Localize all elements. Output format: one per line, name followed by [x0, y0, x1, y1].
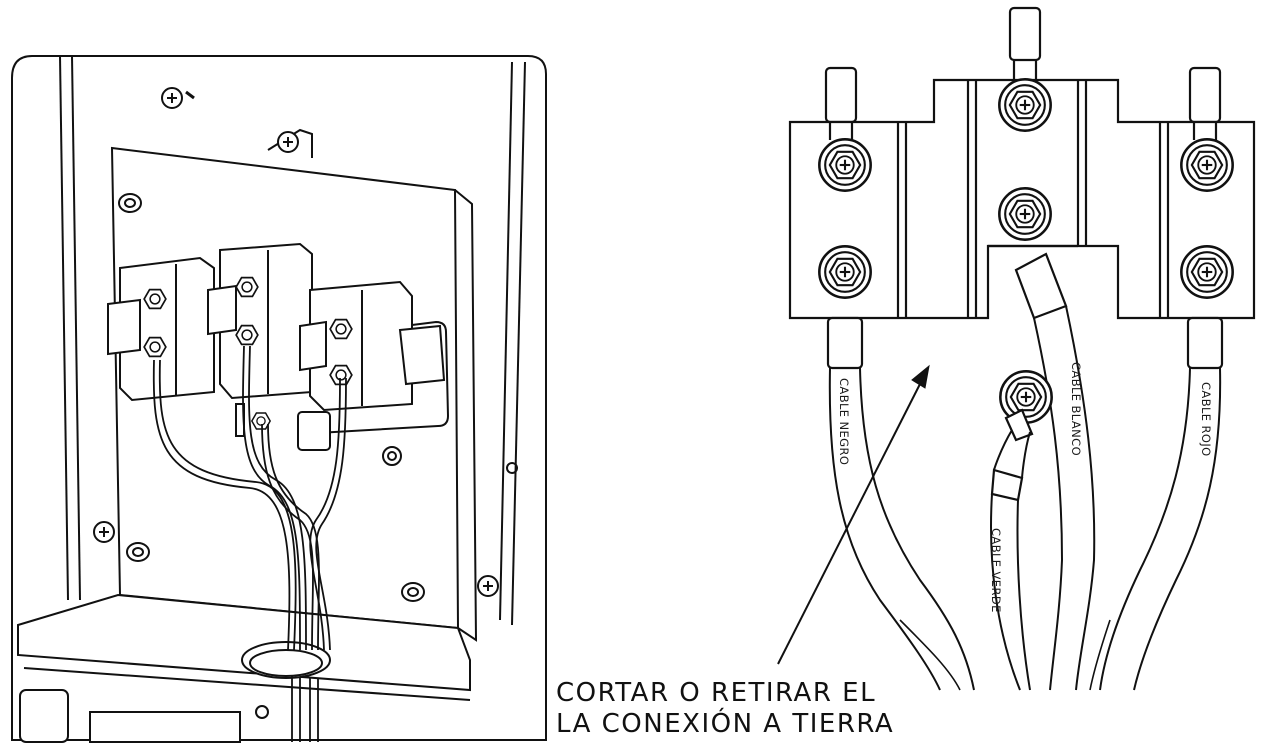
- terminal-screw: [1180, 138, 1234, 192]
- white-wire-label: CABLE BLANCO: [1069, 362, 1083, 456]
- black-wire: [826, 316, 975, 691]
- black-wire-label: CABLE NEGRO: [837, 378, 851, 465]
- callout-arrow: [777, 364, 930, 665]
- top-lug: [824, 66, 858, 124]
- appliance-back-panel-view: [11, 55, 547, 743]
- white-wire: [1014, 252, 1096, 691]
- terminal-block-closeup: CABLE NEGRO CABLE BLANCO CABLE ROJO CABL…: [777, 6, 1256, 691]
- cable-hole: [241, 641, 331, 679]
- red-wire: [1099, 316, 1224, 691]
- green-wire-label: CABLE VERDE: [989, 528, 1003, 613]
- bottom-flange: [17, 593, 471, 692]
- top-lug: [1188, 66, 1222, 124]
- callout-line-2: LA CONEXIÓN A TIERRA: [556, 709, 895, 739]
- ground-connection-callout: CORTAR O RETIRAR EL LA CONEXIÓN A TIERRA: [556, 678, 894, 740]
- callout-line-1: CORTAR O RETIRAR EL: [556, 678, 877, 708]
- green-ground-wire: [990, 370, 1053, 691]
- top-lug: [1008, 6, 1042, 62]
- terminal-screw: [1180, 245, 1234, 299]
- terminal-screw: [818, 245, 872, 299]
- supply-wires: [152, 345, 347, 742]
- terminal-screw: [998, 187, 1052, 241]
- terminal-screw: [998, 78, 1052, 132]
- plate-bolt: [118, 193, 142, 213]
- terminal-screw: [818, 138, 872, 192]
- plate-bolt: [401, 582, 425, 602]
- plate-bolt: [126, 542, 150, 562]
- red-wire-label: CABLE ROJO: [1199, 382, 1213, 457]
